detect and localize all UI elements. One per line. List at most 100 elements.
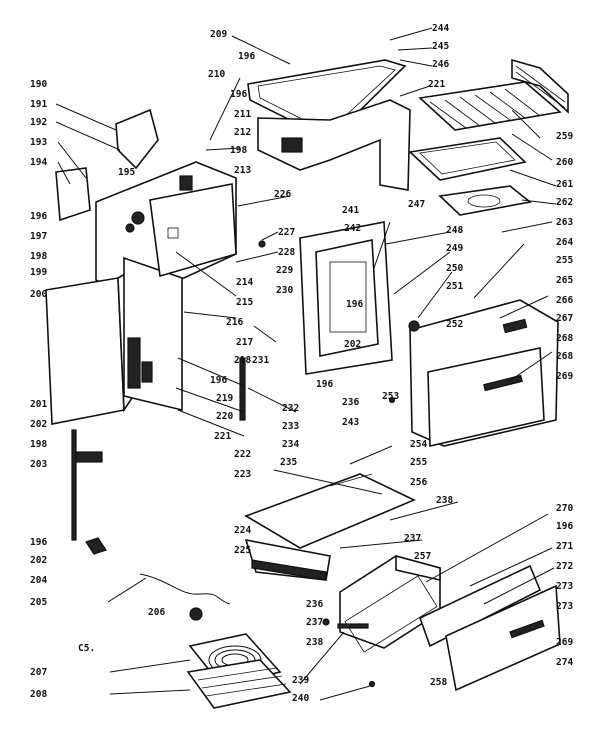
oven-door-frame xyxy=(299,221,393,375)
label-255: 255 xyxy=(556,255,574,266)
label-195: 195 xyxy=(118,167,136,178)
label-200: 200 xyxy=(30,289,48,300)
label-198-c: 198 xyxy=(30,439,48,450)
label-210: 210 xyxy=(208,69,226,80)
label-250: 250 xyxy=(446,263,464,274)
label-272: 272 xyxy=(556,561,574,572)
label-207: 207 xyxy=(30,667,48,678)
label-264: 264 xyxy=(556,237,574,248)
oven-liner xyxy=(149,183,237,278)
label-212: 212 xyxy=(234,127,252,138)
label-196-c: 196 xyxy=(30,211,48,222)
label-245: 245 xyxy=(432,41,450,52)
label-202-b: 202 xyxy=(30,419,48,430)
label-240: 240 xyxy=(292,693,310,704)
label-242: 242 xyxy=(344,223,362,234)
label-266: 266 xyxy=(556,295,574,306)
label-232: 232 xyxy=(282,403,300,414)
label-201: 201 xyxy=(30,399,48,410)
hardware xyxy=(189,240,420,688)
label-265: 265 xyxy=(556,275,574,286)
label-221-b: 221 xyxy=(214,431,232,442)
label-196-d: 196 xyxy=(210,375,228,386)
label-236: 236 xyxy=(342,397,360,408)
leader-lines xyxy=(55,27,557,701)
label-257: 257 xyxy=(414,551,432,562)
label-204: 204 xyxy=(30,575,48,586)
label-235: 235 xyxy=(280,457,298,468)
label-196-g: 196 xyxy=(556,521,574,532)
label-220: 220 xyxy=(216,411,234,422)
top-panel xyxy=(247,59,407,141)
label-244: 244 xyxy=(432,23,450,34)
label-268-b: 268 xyxy=(556,351,574,362)
label-241: 241 xyxy=(342,205,360,216)
label-226: 226 xyxy=(274,189,292,200)
label-249: 249 xyxy=(446,243,464,254)
label-192: 192 xyxy=(30,117,48,128)
label-197: 197 xyxy=(30,231,48,242)
surface-element xyxy=(186,633,292,709)
oven-door xyxy=(409,299,559,447)
label-202-c: 202 xyxy=(30,555,48,566)
power-cord-and-rod xyxy=(71,429,231,605)
label-258: 258 xyxy=(430,677,448,688)
label-269-b: 269 xyxy=(556,637,574,648)
label-196: 196 xyxy=(238,51,256,62)
label-196-b: 196 xyxy=(230,89,248,100)
label-209: 209 xyxy=(210,29,228,40)
label-273: 273 xyxy=(556,581,574,592)
label-196-e: 196 xyxy=(346,299,364,310)
label-254: 254 xyxy=(410,439,428,450)
label-223: 223 xyxy=(234,469,252,480)
label-202: 202 xyxy=(344,339,362,350)
label-251: 251 xyxy=(446,281,464,292)
label-228: 228 xyxy=(278,247,296,258)
label-216: 216 xyxy=(226,317,244,328)
label-214: 214 xyxy=(236,277,254,288)
label-218: 218 xyxy=(234,355,252,366)
storage-drawer xyxy=(339,554,561,692)
label-196-h: 196 xyxy=(30,537,48,548)
label-246: 246 xyxy=(432,59,450,70)
label-267: 267 xyxy=(556,313,574,324)
label-206: 206 xyxy=(148,607,166,618)
label-260: 260 xyxy=(556,157,574,168)
label-224: 224 xyxy=(234,525,252,536)
label-217: 217 xyxy=(236,337,254,348)
label-193: 193 xyxy=(30,137,48,148)
side-panel xyxy=(45,268,133,425)
label-222: 222 xyxy=(234,449,252,460)
label-219: 219 xyxy=(216,393,234,404)
label-211: 211 xyxy=(234,109,252,120)
label-227: 227 xyxy=(278,227,296,238)
label-271: 271 xyxy=(556,541,574,552)
broiler-pan xyxy=(408,137,532,216)
label-238: 238 xyxy=(436,495,454,506)
label-229: 229 xyxy=(276,265,294,276)
label-230: 230 xyxy=(276,285,294,296)
label-238-b: 238 xyxy=(306,637,324,648)
label-203: 203 xyxy=(30,459,48,470)
oven-racks xyxy=(418,58,569,131)
label-243: 243 xyxy=(342,417,360,428)
label-190: 190 xyxy=(30,79,48,90)
label-239: 239 xyxy=(292,675,310,686)
label-198: 198 xyxy=(230,145,248,156)
label-231: 231 xyxy=(252,355,270,366)
label-205: 205 xyxy=(30,597,48,608)
label-247: 247 xyxy=(408,199,426,210)
label-252: 252 xyxy=(446,319,464,330)
label-269: 269 xyxy=(556,371,574,382)
label-191: 191 xyxy=(30,99,48,110)
label-234: 234 xyxy=(282,439,300,450)
cooktop xyxy=(244,473,416,581)
label-194: 194 xyxy=(30,157,48,168)
label-262: 262 xyxy=(556,197,574,208)
label-256: 256 xyxy=(410,477,428,488)
label-213: 213 xyxy=(234,165,252,176)
label-233: 233 xyxy=(282,421,300,432)
label-196-f: 196 xyxy=(316,379,334,390)
